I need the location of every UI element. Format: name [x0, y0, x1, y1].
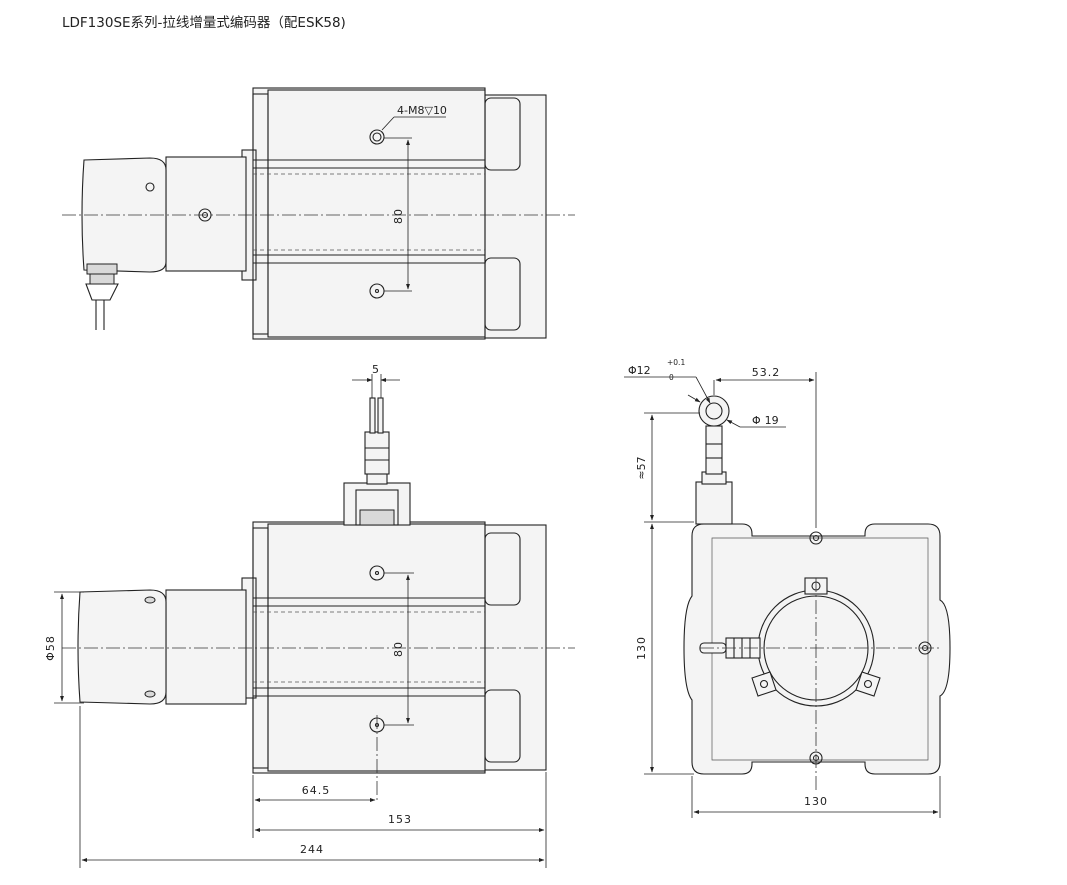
drawing-title: LDF130SE系列-拉线增量式编码器（配ESK58) — [62, 15, 346, 31]
dim-front-total: 244 — [300, 843, 324, 856]
dim-eyelet-outer: 19 — [765, 414, 779, 427]
dim-top-thread: 4-M8 — [397, 104, 424, 117]
front-view — [62, 397, 575, 800]
svg-text:≈57: ≈57 — [635, 456, 648, 479]
dim-front-offset: 64.5 — [302, 784, 331, 797]
diameter-symbol: Φ — [752, 414, 761, 427]
dim-side-horizontal-offset: 53.2 — [752, 366, 781, 379]
dim-side-height: 130 — [635, 636, 648, 660]
top-view-dimensions: 80 4-M8▽10 — [381, 104, 447, 292]
dim-front-width: 153 — [388, 813, 412, 826]
diameter-symbol: Φ — [44, 651, 57, 661]
dim-front-cable-width: 5 — [372, 363, 380, 376]
svg-text:Φ19: Φ 19 — [752, 414, 779, 427]
dim-eyelet-bore: 12 — [637, 364, 651, 377]
dim-front-diameter: 58 — [44, 635, 57, 651]
depth-symbol: ▽ — [424, 104, 433, 117]
side-view — [683, 395, 951, 790]
dim-top-thread-depth: 10 — [433, 104, 447, 117]
svg-text:Φ12: Φ12 — [628, 364, 651, 377]
top-view — [62, 87, 575, 340]
diameter-symbol: Φ — [628, 364, 637, 377]
dim-eyelet-height: 57 — [635, 456, 648, 470]
svg-text:4-M8▽10: 4-M8▽10 — [397, 104, 447, 117]
dim-top-vertical: 80 — [392, 208, 405, 224]
svg-text:Φ58: Φ58 — [44, 635, 57, 661]
dim-eyelet-tol-upper: +0.1 — [667, 358, 685, 367]
approx-symbol: ≈ — [635, 470, 648, 479]
dim-eyelet-tol-lower: 0 — [669, 373, 674, 382]
front-view-dimensions: 5 80 Φ58 64.5 153 244 — [44, 363, 547, 868]
dim-side-width: 130 — [804, 795, 828, 808]
dim-front-vertical: 80 — [392, 641, 405, 657]
